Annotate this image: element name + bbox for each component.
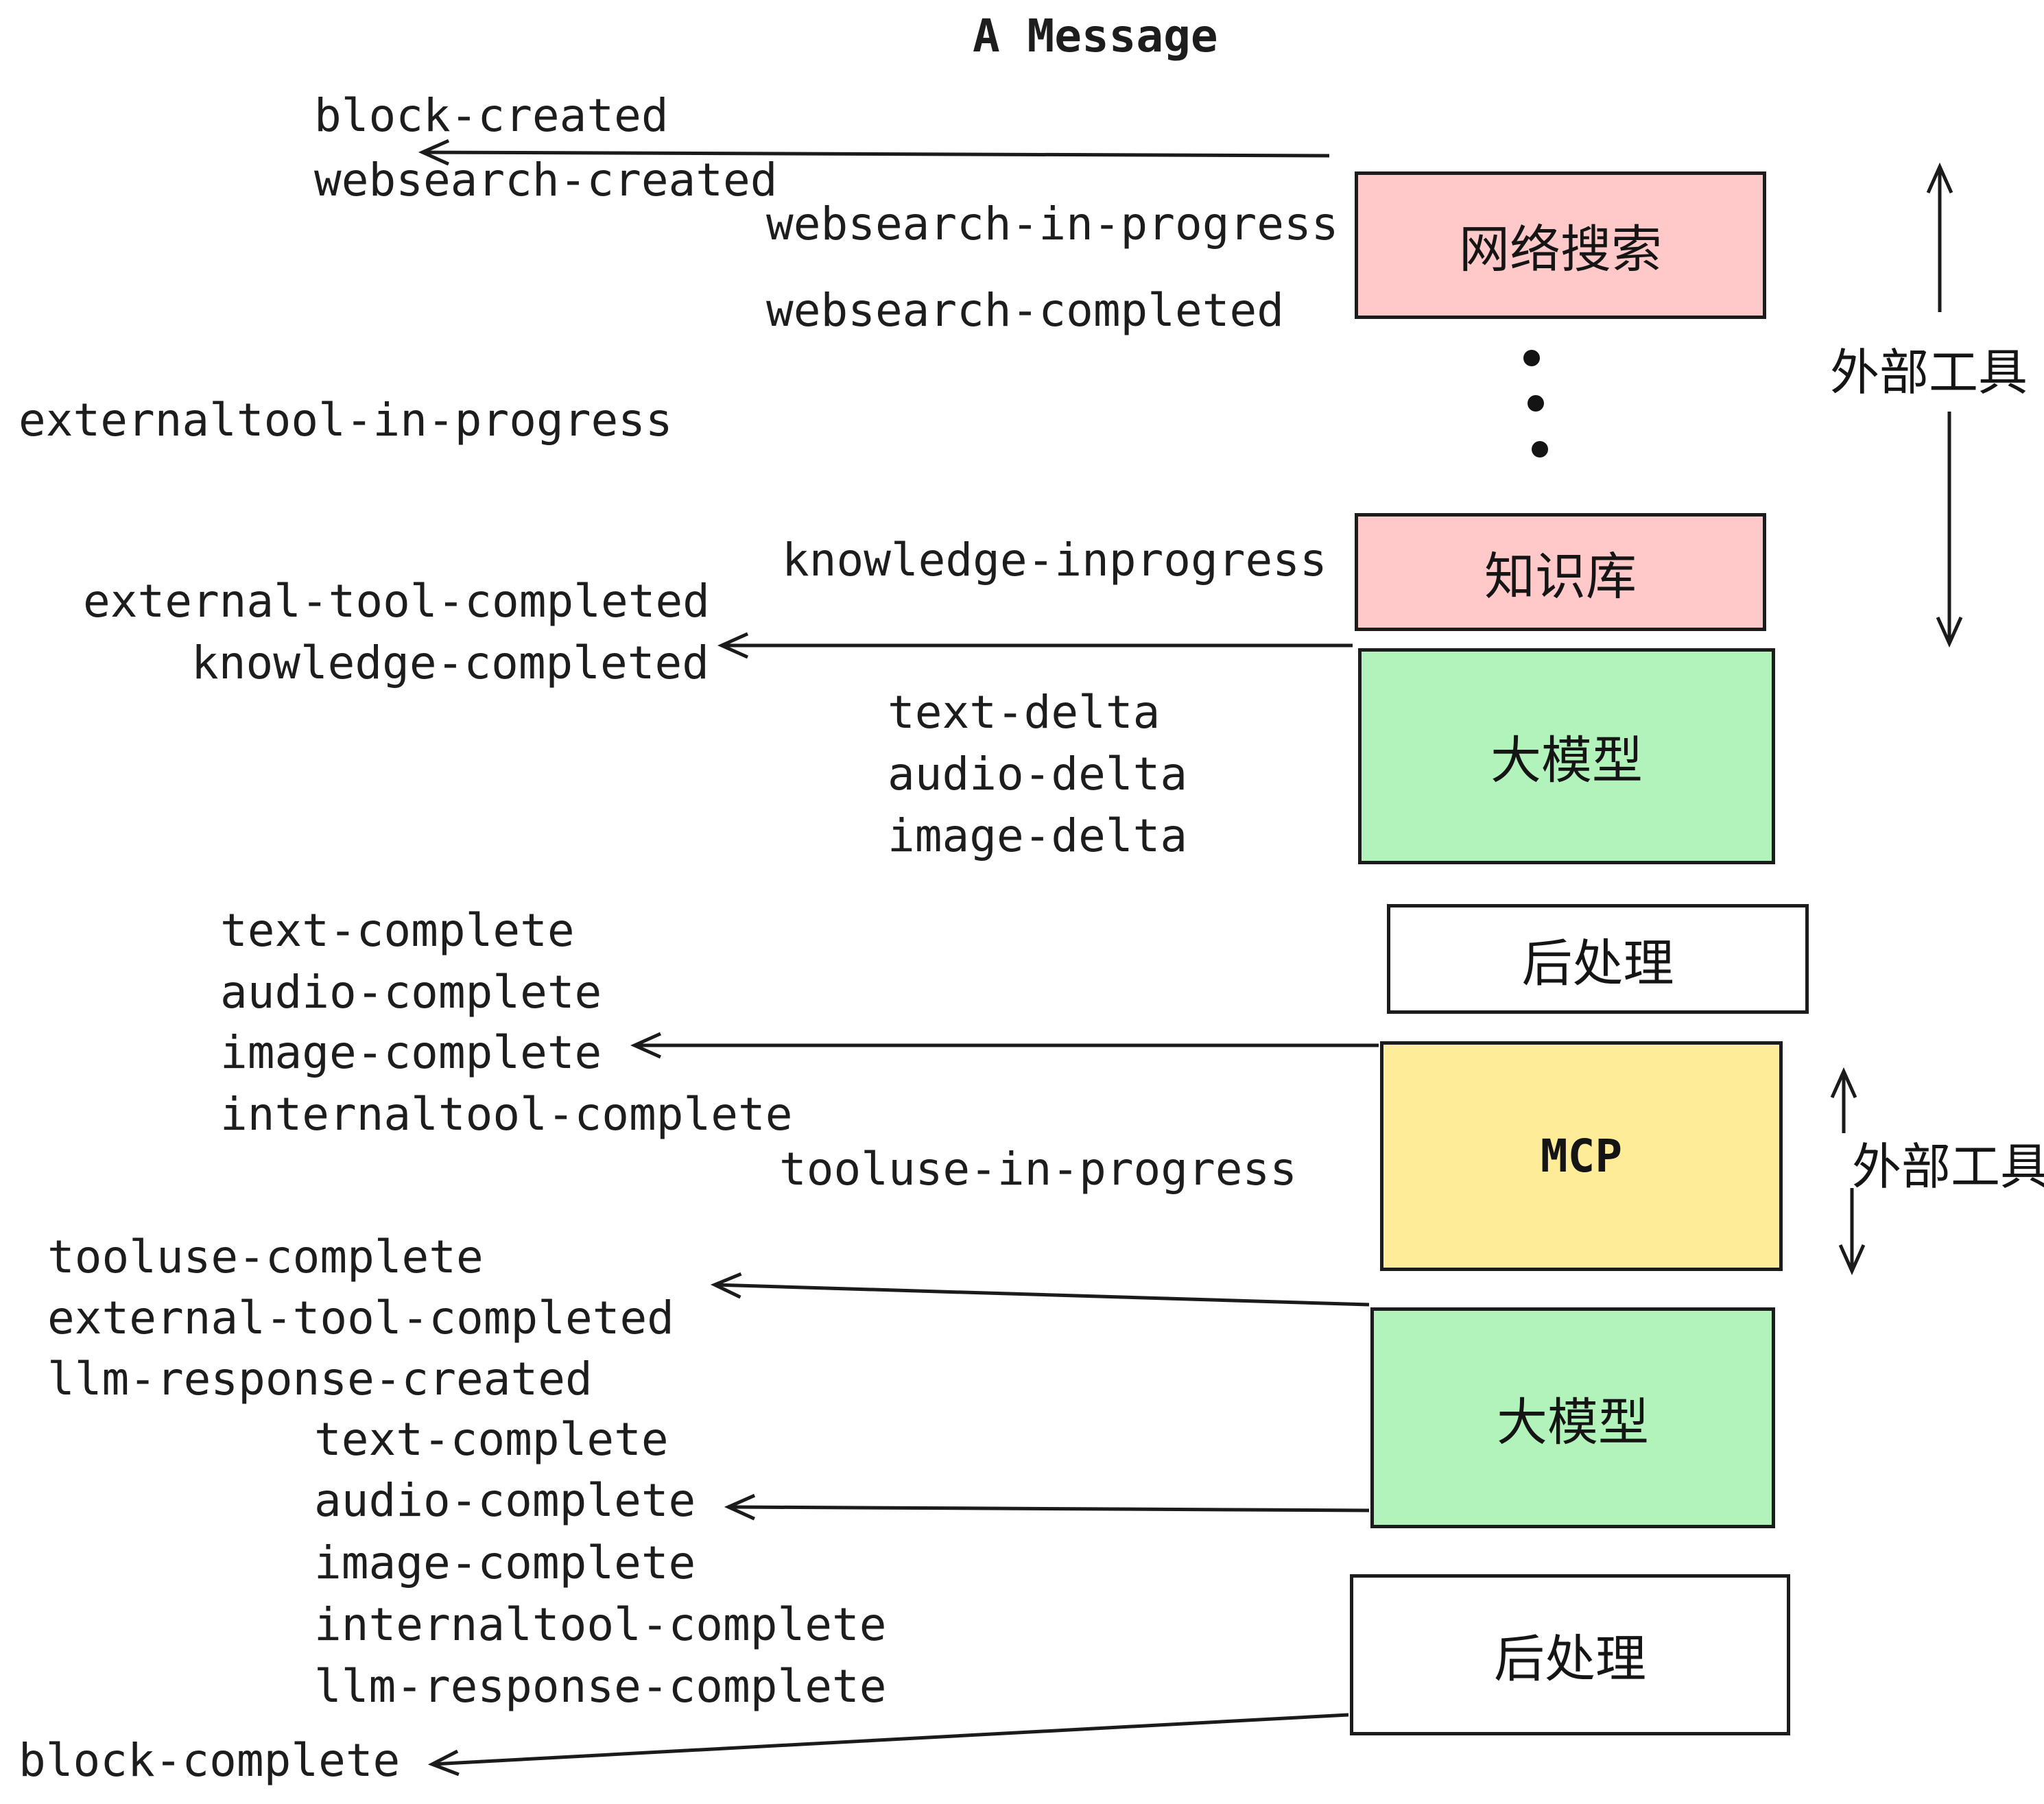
event-websearch-completed: websearch-completed [766,284,1284,337]
box-mcp-label: MCP [1540,1130,1623,1183]
external-tools-label-top: 外部工具 [1830,344,2028,401]
arrow-to-audio-complete [728,1507,1370,1510]
event-tooluse-in-progress: tooluse-in-progress [779,1143,1297,1196]
event-tooluse-complete: tooluse-complete [47,1231,484,1283]
event-websearch-created: websearch-created [314,154,778,206]
box-knowledge: 知识库 [1355,513,1766,631]
box-knowledge-label: 知识库 [1484,547,1637,606]
event-external-tool-completed-2: external-tool-completed [47,1292,674,1344]
event-knowledge-inprogress: knowledge-inprogress [782,534,1327,586]
event-text-complete-2: text-complete [314,1413,669,1466]
box-postprocess-bottom-label: 后处理 [1494,1630,1646,1689]
event-external-tool-completed: external-tool-completed [83,575,710,628]
box-llm-bottom: 大模型 [1370,1307,1775,1528]
box-postprocess-top: 后处理 [1387,904,1809,1014]
event-llm-response-complete: llm-response-complete [314,1660,887,1713]
box-postprocess-bottom: 后处理 [1350,1574,1790,1735]
diagram-title: A Message [973,10,1218,62]
box-llm-top: 大模型 [1358,648,1775,864]
box-postprocess-top-label: 后处理 [1521,934,1674,993]
box-llm-top-label: 大模型 [1490,731,1643,790]
event-websearch-in-progress: websearch-in-progress [766,198,1339,250]
event-image-delta: image-delta [888,809,1188,862]
event-externaltool-in-progress: externaltool-in-progress [19,394,673,447]
ellipsis-dot [1523,350,1540,366]
box-websearch-label: 网络搜索 [1459,220,1662,279]
box-websearch: 网络搜索 [1355,171,1766,319]
event-internaltool-complete: internaltool-complete [220,1088,793,1141]
ellipsis-dot [1532,441,1548,458]
arrow-to-block-complete [432,1713,1349,1764]
event-block-created: block-created [314,89,669,142]
box-llm-bottom-label: 大模型 [1497,1392,1649,1452]
arrow-to-tooluse-complete [715,1285,1370,1307]
event-image-complete: image-complete [220,1026,602,1079]
event-audio-delta: audio-delta [888,748,1188,800]
event-text-delta: text-delta [888,686,1161,739]
external-tools-label-mcp: 外部工具 [1852,1138,2044,1196]
event-block-complete: block-complete [19,1734,401,1787]
ellipsis-dot [1528,395,1544,412]
event-text-complete: text-complete [220,904,575,957]
event-image-complete-2: image-complete [314,1536,696,1589]
event-internaltool-complete-2: internaltool-complete [314,1598,887,1651]
box-mcp: MCP [1380,1041,1783,1271]
event-audio-complete: audio-complete [220,966,602,1019]
event-llm-response-created: llm-response-created [47,1353,593,1405]
event-knowledge-completed: knowledge-completed [191,637,709,689]
event-audio-complete-2: audio-complete [314,1474,696,1527]
